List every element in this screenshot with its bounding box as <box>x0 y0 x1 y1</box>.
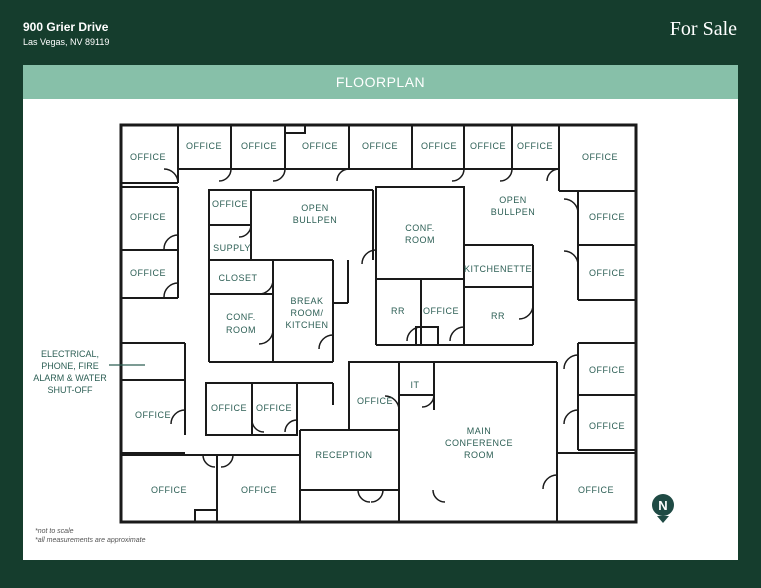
room-break-1: BREAK <box>290 296 323 306</box>
room-office-bottom2: OFFICE <box>241 485 277 495</box>
room-office-top1: OFFICE <box>130 152 166 162</box>
room-office-left3: OFFICE <box>135 410 171 420</box>
room-office-mid-a: OFFICE <box>211 403 247 413</box>
door-swings <box>163 168 579 503</box>
room-office-top4: OFFICE <box>302 141 338 151</box>
room-rr2: RR <box>491 311 505 321</box>
callout-line4: SHUT-OFF <box>48 385 93 395</box>
callout-line2: PHONE, FIRE <box>41 361 99 371</box>
room-rr1: RR <box>391 306 405 316</box>
room-conf-top-2: ROOM <box>405 235 435 245</box>
room-closet: CLOSET <box>218 273 257 283</box>
address-line1: 900 Grier Drive <box>23 20 109 34</box>
room-conf-left-1: CONF. <box>226 312 256 322</box>
room-office-top3: OFFICE <box>241 141 277 151</box>
callout-line3: ALARM & WATER <box>33 373 107 383</box>
room-labels: OFFICE OFFICE OFFICE OFFICE OFFICE OFFIC… <box>130 141 625 495</box>
room-open-bullpen-left-1: OPEN <box>301 203 329 213</box>
floorplan-panel: FLOORPLAN <box>23 65 738 560</box>
north-arrow-icon: N <box>652 494 674 523</box>
note-scale: *not to scale <box>35 528 74 535</box>
room-office-right2: OFFICE <box>589 268 625 278</box>
room-main-conf-1: MAIN <box>467 426 492 436</box>
room-office-center: OFFICE <box>357 396 393 406</box>
room-open-bullpen-right-1: OPEN <box>499 195 527 205</box>
room-office-right3: OFFICE <box>589 365 625 375</box>
room-office-top8: OFFICE <box>517 141 553 151</box>
status-label: For Sale <box>669 18 737 40</box>
walls <box>119 123 638 524</box>
room-break-2: ROOM/ <box>291 308 324 318</box>
room-office-top5: OFFICE <box>362 141 398 151</box>
room-office-left2: OFFICE <box>130 268 166 278</box>
room-conf-left-2: ROOM <box>226 325 256 335</box>
room-open-bullpen-left-2: BULLPEN <box>293 215 338 225</box>
room-office-bottom3: OFFICE <box>578 485 614 495</box>
room-office-inner: OFFICE <box>212 199 248 209</box>
callout-line1: ELECTRICAL, <box>41 349 99 359</box>
room-reception: RECEPTION <box>315 450 372 460</box>
room-open-bullpen-right-2: BULLPEN <box>491 207 536 217</box>
compass-label: N <box>658 498 667 513</box>
room-kitchenette: KITCHENETTE <box>464 264 532 274</box>
room-office-mid-b: OFFICE <box>256 403 292 413</box>
utility-callout: ELECTRICAL, PHONE, FIRE ALARM & WATER SH… <box>33 349 145 395</box>
room-office-top6: OFFICE <box>421 141 457 151</box>
room-break-3: KITCHEN <box>285 320 328 330</box>
room-office-bottom1: OFFICE <box>151 485 187 495</box>
room-main-conf-3: ROOM <box>464 450 494 460</box>
room-office-right1: OFFICE <box>589 212 625 222</box>
room-it: IT <box>411 380 420 390</box>
note-measurements: *all measurements are approximate <box>35 537 146 544</box>
room-office-corner: OFFICE <box>582 152 618 162</box>
room-office-top2: OFFICE <box>186 141 222 151</box>
room-main-conf-2: CONFERENCE <box>445 438 513 448</box>
address-line2: Las Vegas, NV 89119 <box>23 37 110 47</box>
room-office-top7: OFFICE <box>470 141 506 151</box>
room-office-rr: OFFICE <box>423 306 459 316</box>
room-office-right4: OFFICE <box>589 421 625 431</box>
floorplan-banner: FLOORPLAN <box>23 65 738 99</box>
floorplan-drawing: OFFICE OFFICE OFFICE OFFICE OFFICE OFFIC… <box>33 123 674 524</box>
room-conf-top-1: CONF. <box>405 223 435 233</box>
room-supply: SUPPLY <box>213 243 251 253</box>
room-office-left1: OFFICE <box>130 212 166 222</box>
